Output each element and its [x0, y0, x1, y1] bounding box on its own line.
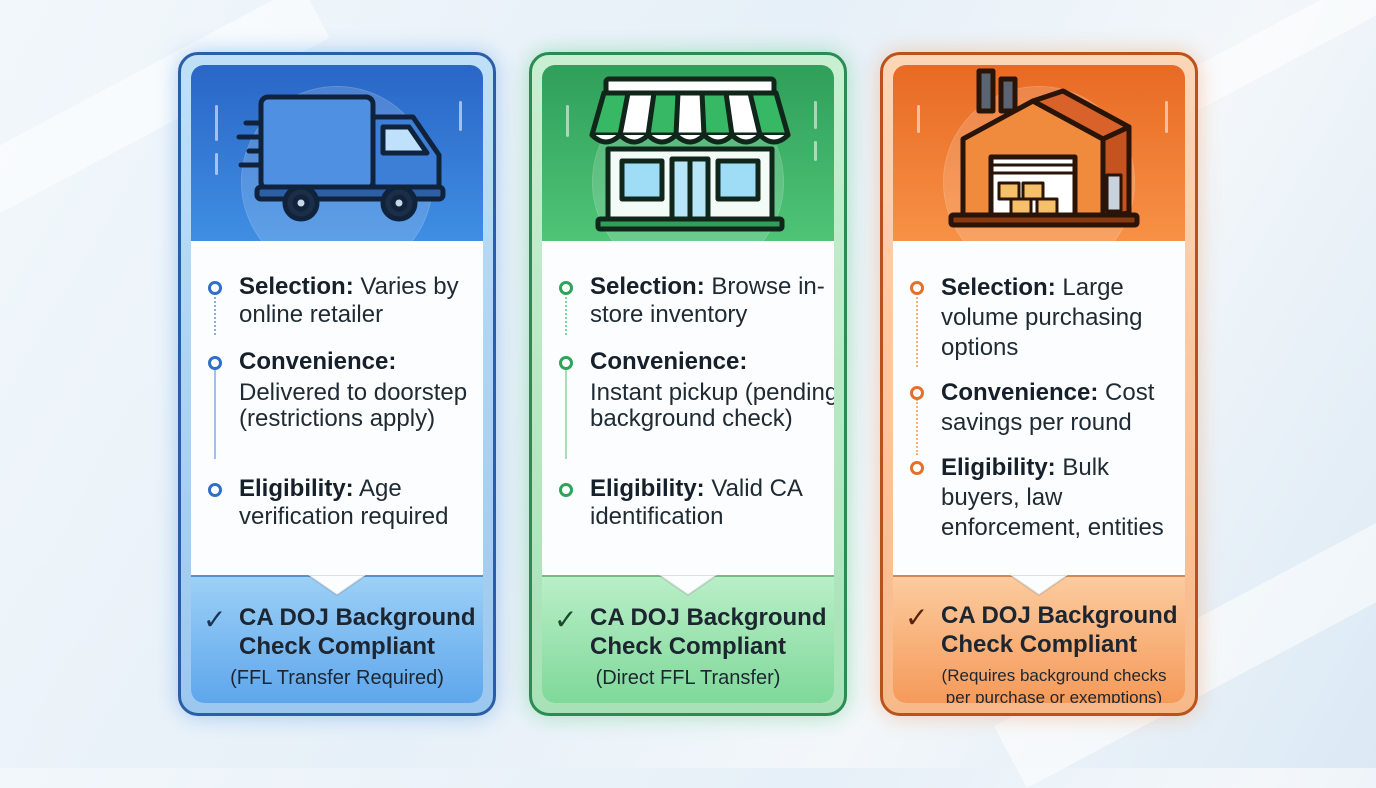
footer-notch [1010, 575, 1068, 597]
compliance-footer: ✓ CA DOJ Background Check Compliant (Dir… [542, 575, 834, 703]
bullet-dot [208, 356, 222, 370]
delivery-truck-icon [236, 94, 446, 222]
convenience-detail: Instant pickup (pending background check… [590, 379, 834, 432]
card-header [542, 65, 834, 277]
compliance-label: CA DOJ Background Check Compliant [590, 604, 827, 660]
convenience-item: Convenience: [239, 348, 397, 375]
online-delivery-card: Selection: Varies by online retailer Con… [178, 52, 496, 716]
eligibility-item: Eligibility: Valid CA identification [590, 475, 802, 530]
check-icon: ✓ [554, 604, 578, 635]
bullet-dot [910, 461, 924, 475]
bullet-dot [208, 281, 222, 295]
compliance-note: (Requires background checks per purchase… [941, 666, 1167, 703]
convenience-item: Convenience: Cost savings per round [941, 379, 1155, 436]
bullet-dot [910, 386, 924, 400]
card-header [893, 65, 1185, 277]
selection-item: Selection: Browse in-store inventory [590, 273, 825, 328]
compliance-label: CA DOJ Background Check Compliant [239, 604, 476, 660]
check-icon: ✓ [203, 604, 227, 635]
bullet-dot [910, 281, 924, 295]
compliance-note: (Direct FFL Transfer) [595, 667, 781, 689]
storefront-icon [589, 76, 791, 232]
footer-notch [308, 575, 366, 597]
compliance-note: (FFL Transfer Required) [230, 667, 444, 689]
convenience-item: Convenience: [590, 348, 748, 375]
compliance-label: CA DOJ Background Check Compliant [941, 602, 1178, 658]
compliance-footer: ✓ CA DOJ Background Check Compliant (Req… [893, 575, 1185, 703]
bullet-dot [559, 356, 573, 370]
selection-item: Selection: Large volume purchasing optio… [941, 274, 1143, 361]
warehouse-icon [948, 68, 1140, 228]
footer-notch [659, 575, 717, 597]
bullet-dot [559, 281, 573, 295]
compliance-footer: ✓ CA DOJ Background Check Compliant (FFL… [191, 575, 483, 703]
convenience-detail: Delivered to doorstep (restrictions appl… [239, 379, 468, 432]
card-body: Selection: Large volume purchasing optio… [893, 241, 1185, 575]
card-header [191, 65, 483, 277]
local-store-card: Selection: Browse in-store inventory Con… [529, 52, 847, 716]
eligibility-item: Eligibility: Age verification required [239, 475, 449, 530]
eligibility-item: Eligibility: Bulk buyers, law enforcemen… [941, 454, 1164, 541]
bullet-dot [559, 483, 573, 497]
card-body: Selection: Browse in-store inventory Con… [542, 241, 834, 575]
selection-item: Selection: Varies by online retailer [239, 273, 459, 328]
bullet-dot [208, 483, 222, 497]
check-icon: ✓ [905, 602, 929, 633]
card-body: Selection: Varies by online retailer Con… [191, 241, 483, 575]
bulk-warehouse-card: Selection: Large volume purchasing optio… [880, 52, 1198, 716]
